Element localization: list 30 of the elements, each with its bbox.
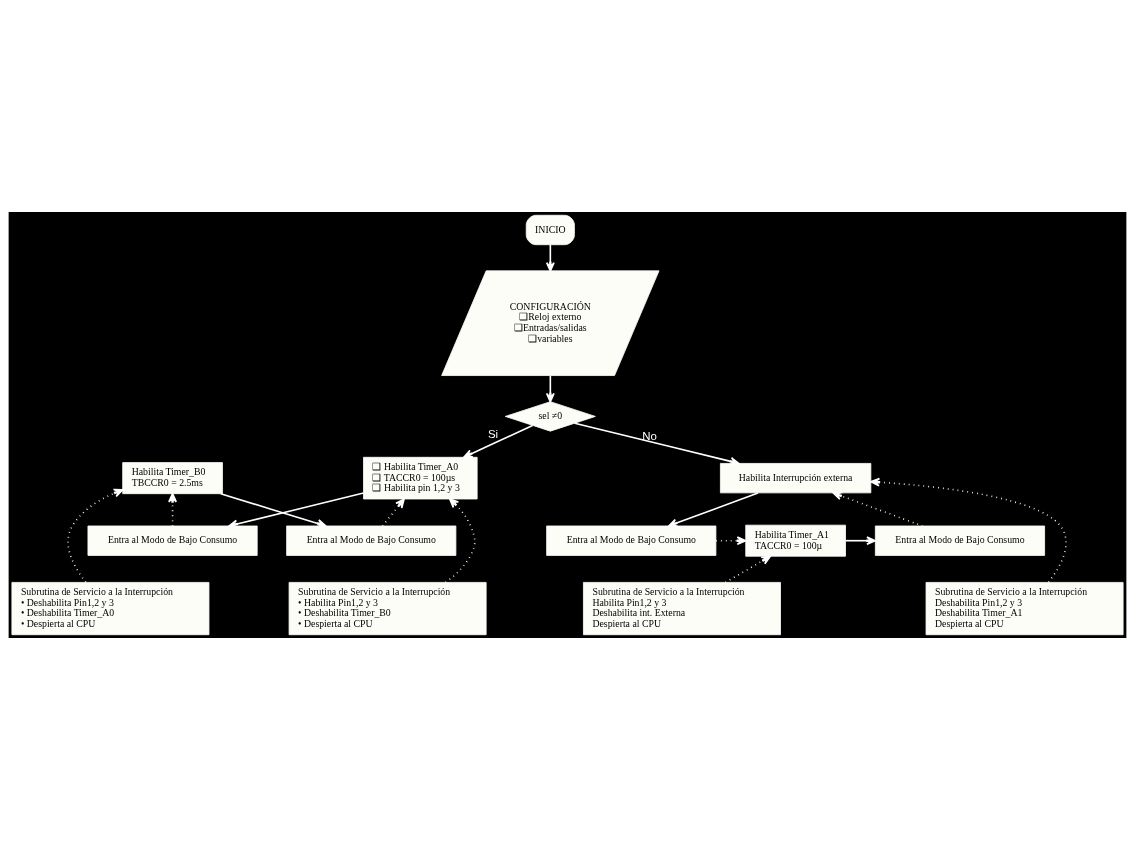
node-box: Entra al Modo de Bajo Consumo: [87, 525, 258, 556]
arrow: [724, 555, 771, 583]
edge-label: Si: [488, 427, 499, 440]
arrow: [715, 535, 747, 545]
arrow: [832, 491, 924, 527]
node-diamond: sel ≠0: [504, 400, 596, 432]
arrow: [219, 492, 327, 528]
node-box: Subrutina de Servicio a la Interrupción Deshabilita Pin1,2 y 3 Deshabilita Timer_A1 Despierta al CPU: [925, 581, 1124, 635]
arrow: [668, 491, 759, 527]
arrow: [67, 488, 124, 583]
node-box: Habilita Timer_B0 TBCCR0 = 2.5ms: [122, 461, 223, 494]
node-box: Entra al Modo de Bajo Consumo: [286, 525, 457, 556]
arrow: [573, 421, 740, 466]
arrow: [444, 497, 476, 583]
node-box: ❑ Habilita Timer_A0 ❑ TACCR0 = 100µs ❑ Habilita pin 1,2 y 3: [363, 456, 478, 499]
arrow: [168, 492, 178, 527]
edge-label: No: [642, 429, 657, 442]
node-box: Subrutina de Servicio a la Interrupción • Deshabilita Pin1,2 y 3 • Deshabilita Timer_A0 • Despierta al CPU: [11, 581, 210, 635]
arrow: [844, 535, 876, 545]
arrow: [381, 497, 405, 527]
node-box: Entra al Modo de Bajo Consumo: [546, 525, 717, 556]
node-box: Entra al Modo de Bajo Consumo: [874, 525, 1045, 556]
node-box: Habilita Timer_A1 TACCR0 = 100µ: [745, 524, 846, 557]
arrow: [228, 491, 365, 528]
node-box: Subrutina de Servicio a la Interrupción Habilita Pin1,2 y 3 Deshabilita int. Externa Despierta al CPU: [583, 581, 781, 635]
arrow: [870, 477, 1067, 583]
node-box: INICIO: [525, 214, 575, 245]
arrow: [463, 424, 534, 458]
node-box: Subrutina de Servicio a la Interrupción • Habilita Pin1,2 y 3 • Deshabilita Timer_B0 • Despierta al CPU: [288, 581, 487, 635]
node-box: Habilita Interrupción externa: [720, 462, 872, 493]
